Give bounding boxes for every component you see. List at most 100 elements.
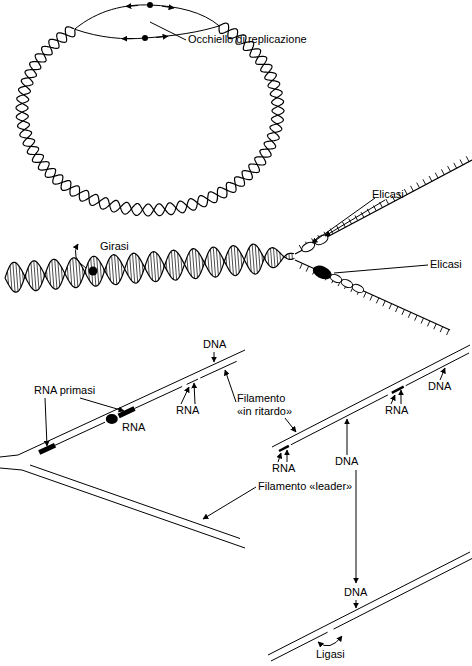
leader-arrow: [356, 600, 357, 608]
helix-hatch: [288, 254, 289, 260]
part-label: RNA: [122, 421, 145, 434]
part-label: RNA: [272, 462, 295, 475]
leader-arrow: [80, 398, 124, 411]
rna-primer: [187, 379, 198, 384]
leader-arrow: [214, 352, 215, 362]
step-arrow: [356, 470, 357, 583]
helix-hatch: [115, 255, 117, 285]
helix-hatch: [210, 249, 212, 276]
helix-hatch: [73, 258, 75, 288]
base-tick: [448, 166, 451, 171]
okazaki-fragment: [334, 558, 472, 629]
okazaki-fragment: [55, 422, 105, 445]
helix-hatch: [118, 257, 120, 281]
part-label: Filamento «in ritardo»: [237, 392, 299, 418]
leader-arrow: [285, 418, 296, 432]
helix-hatch: [58, 262, 60, 286]
part-label: Elicasi: [430, 258, 462, 271]
base-tick: [404, 189, 407, 194]
part-label: DNA: [344, 586, 367, 599]
helix-hatch: [178, 253, 180, 277]
direction-arrow: [122, 38, 134, 39]
dna-strand: [5, 246, 294, 293]
part-label: Occhiello di replicazione: [188, 33, 307, 46]
helix-hatch: [112, 256, 114, 284]
helix-hatch: [252, 244, 254, 274]
leading-strand: [30, 465, 240, 539]
base-tick: [376, 298, 378, 303]
direction-arrow: [126, 6, 138, 7]
helix-hatch: [192, 249, 194, 279]
okazaki-fragment: [135, 387, 183, 409]
part-label: DNA: [203, 338, 226, 351]
gyrase-symbol: [89, 267, 98, 276]
helix-hatch: [70, 261, 72, 285]
rna-primer: [39, 445, 55, 452]
dna-strand: [16, 23, 283, 216]
helix-hatch: [13, 263, 15, 293]
helicase-symbol: [351, 283, 365, 294]
dna-strand: [16, 26, 284, 216]
base-tick: [447, 330, 449, 335]
helix-hatch: [133, 253, 135, 283]
direction-arrow: [156, 36, 168, 37]
bubble-strand: [75, 5, 220, 29]
base-tick: [364, 292, 366, 297]
leader-arrow: [287, 450, 288, 462]
helix-hatch: [273, 248, 274, 267]
base-tick: [411, 186, 414, 191]
helix-hatch: [157, 253, 159, 280]
base-tick: [429, 176, 432, 181]
part-label: Ligasi: [316, 648, 345, 661]
base-tick: [300, 263, 302, 268]
generated-helices: [5, 23, 472, 335]
helicase-symbol: [311, 263, 334, 282]
leader-arrow: [45, 398, 47, 446]
helix-hatch: [190, 252, 192, 276]
part-label: Filamento «leader»: [258, 480, 352, 493]
helix-hatch: [291, 253, 292, 259]
single-strand: [295, 160, 472, 254]
replication-fork-dot: [147, 2, 153, 8]
direction-arrow: [162, 6, 174, 8]
okazaki-fragment: [200, 361, 236, 378]
helix-hatch: [55, 259, 57, 289]
leader-arrow: [194, 383, 195, 404]
part-label: RNA primasi: [34, 384, 95, 397]
dna-strand: [5, 244, 294, 291]
part-label: RNA: [176, 404, 199, 417]
base-tick: [396, 307, 398, 312]
base-tick: [370, 295, 372, 300]
single-strand: [295, 260, 450, 330]
template-strand: [22, 470, 245, 548]
rotation-arrow: [75, 244, 86, 268]
helix-hatch: [52, 260, 54, 288]
template-strand: [268, 552, 470, 655]
base-tick: [466, 156, 469, 161]
helix-hatch: [16, 263, 18, 291]
helix-hatch: [153, 252, 155, 282]
leader-arrow: [391, 395, 395, 404]
helix-hatch: [34, 261, 36, 291]
primase-symbol: [106, 414, 118, 424]
helix-hatch: [31, 263, 33, 290]
dna-strand: [0, 468, 22, 470]
helix-hatch: [10, 265, 12, 289]
base-tick: [435, 173, 438, 178]
part-label: DNA: [428, 380, 451, 393]
base-tick: [454, 163, 457, 168]
leader-arrow: [278, 453, 281, 462]
helix-hatch: [136, 254, 138, 282]
helix-hatch: [171, 251, 173, 279]
okazaki-fragment: [291, 395, 388, 445]
helix-hatch: [231, 247, 233, 275]
leader-arrow: [312, 198, 375, 243]
part-label: Girasi: [100, 240, 129, 253]
helix-hatch: [76, 258, 78, 286]
base-tick: [441, 169, 444, 174]
base-tick: [306, 266, 308, 271]
leader-arrow: [225, 370, 236, 402]
